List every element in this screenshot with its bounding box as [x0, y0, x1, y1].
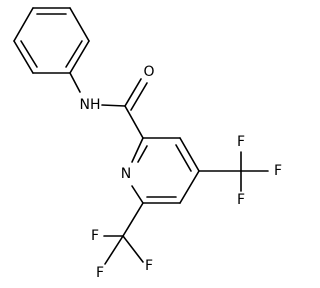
atom-label-fluorine-1: F	[237, 134, 245, 150]
bond-ph-inner-3	[20, 40, 38, 68]
bond-ph-inner-2	[65, 40, 83, 68]
atom-label-fluorine-4: F	[91, 228, 99, 244]
cf3-group-6	[103, 202, 144, 265]
bond-ph-3	[69, 40, 90, 74]
molecule-diagram: O NH N F F F F F F	[13, 7, 282, 281]
bond-ph-5	[13, 40, 34, 74]
bond-c-o-1	[124, 78, 142, 107]
bond-co-c2	[124, 105, 144, 139]
bond-c3-c4	[179, 137, 200, 172]
bond-c6-n	[131, 185, 144, 204]
bond-ph-nh	[69, 72, 81, 93]
atom-label-oxygen: O	[143, 64, 154, 80]
bond-cf3b-f6	[104, 235, 124, 265]
atom-label-fluorine-6: F	[96, 265, 104, 281]
bond-ph-6	[13, 7, 34, 42]
atom-label-fluorine-5: F	[145, 258, 153, 274]
phenyl-ring	[13, 7, 90, 74]
bond-ph-2	[69, 7, 90, 42]
bond-c4-c5	[179, 170, 200, 204]
bond-c2-n-inner	[137, 145, 148, 163]
bond-c3-c4-inner	[175, 144, 192, 172]
bond-cf3b-f5	[122, 235, 144, 263]
bond-nh-co	[101, 104, 126, 107]
atom-label-nh: NH	[80, 97, 101, 113]
bond-c-o-2	[130, 82, 148, 111]
bond-n-c2	[131, 137, 144, 163]
cf3-group-4	[198, 151, 269, 192]
structure-canvas: O NH N F F F F F F	[13, 7, 282, 281]
bond-c6-cf3	[122, 202, 144, 237]
pyridine-ring	[131, 137, 200, 204]
atom-label-nitrogen: N	[121, 166, 131, 182]
atom-label-fluorine-2: F	[274, 163, 282, 179]
atom-label-fluorine-3: F	[237, 192, 245, 208]
carbonyl-group	[124, 78, 148, 111]
